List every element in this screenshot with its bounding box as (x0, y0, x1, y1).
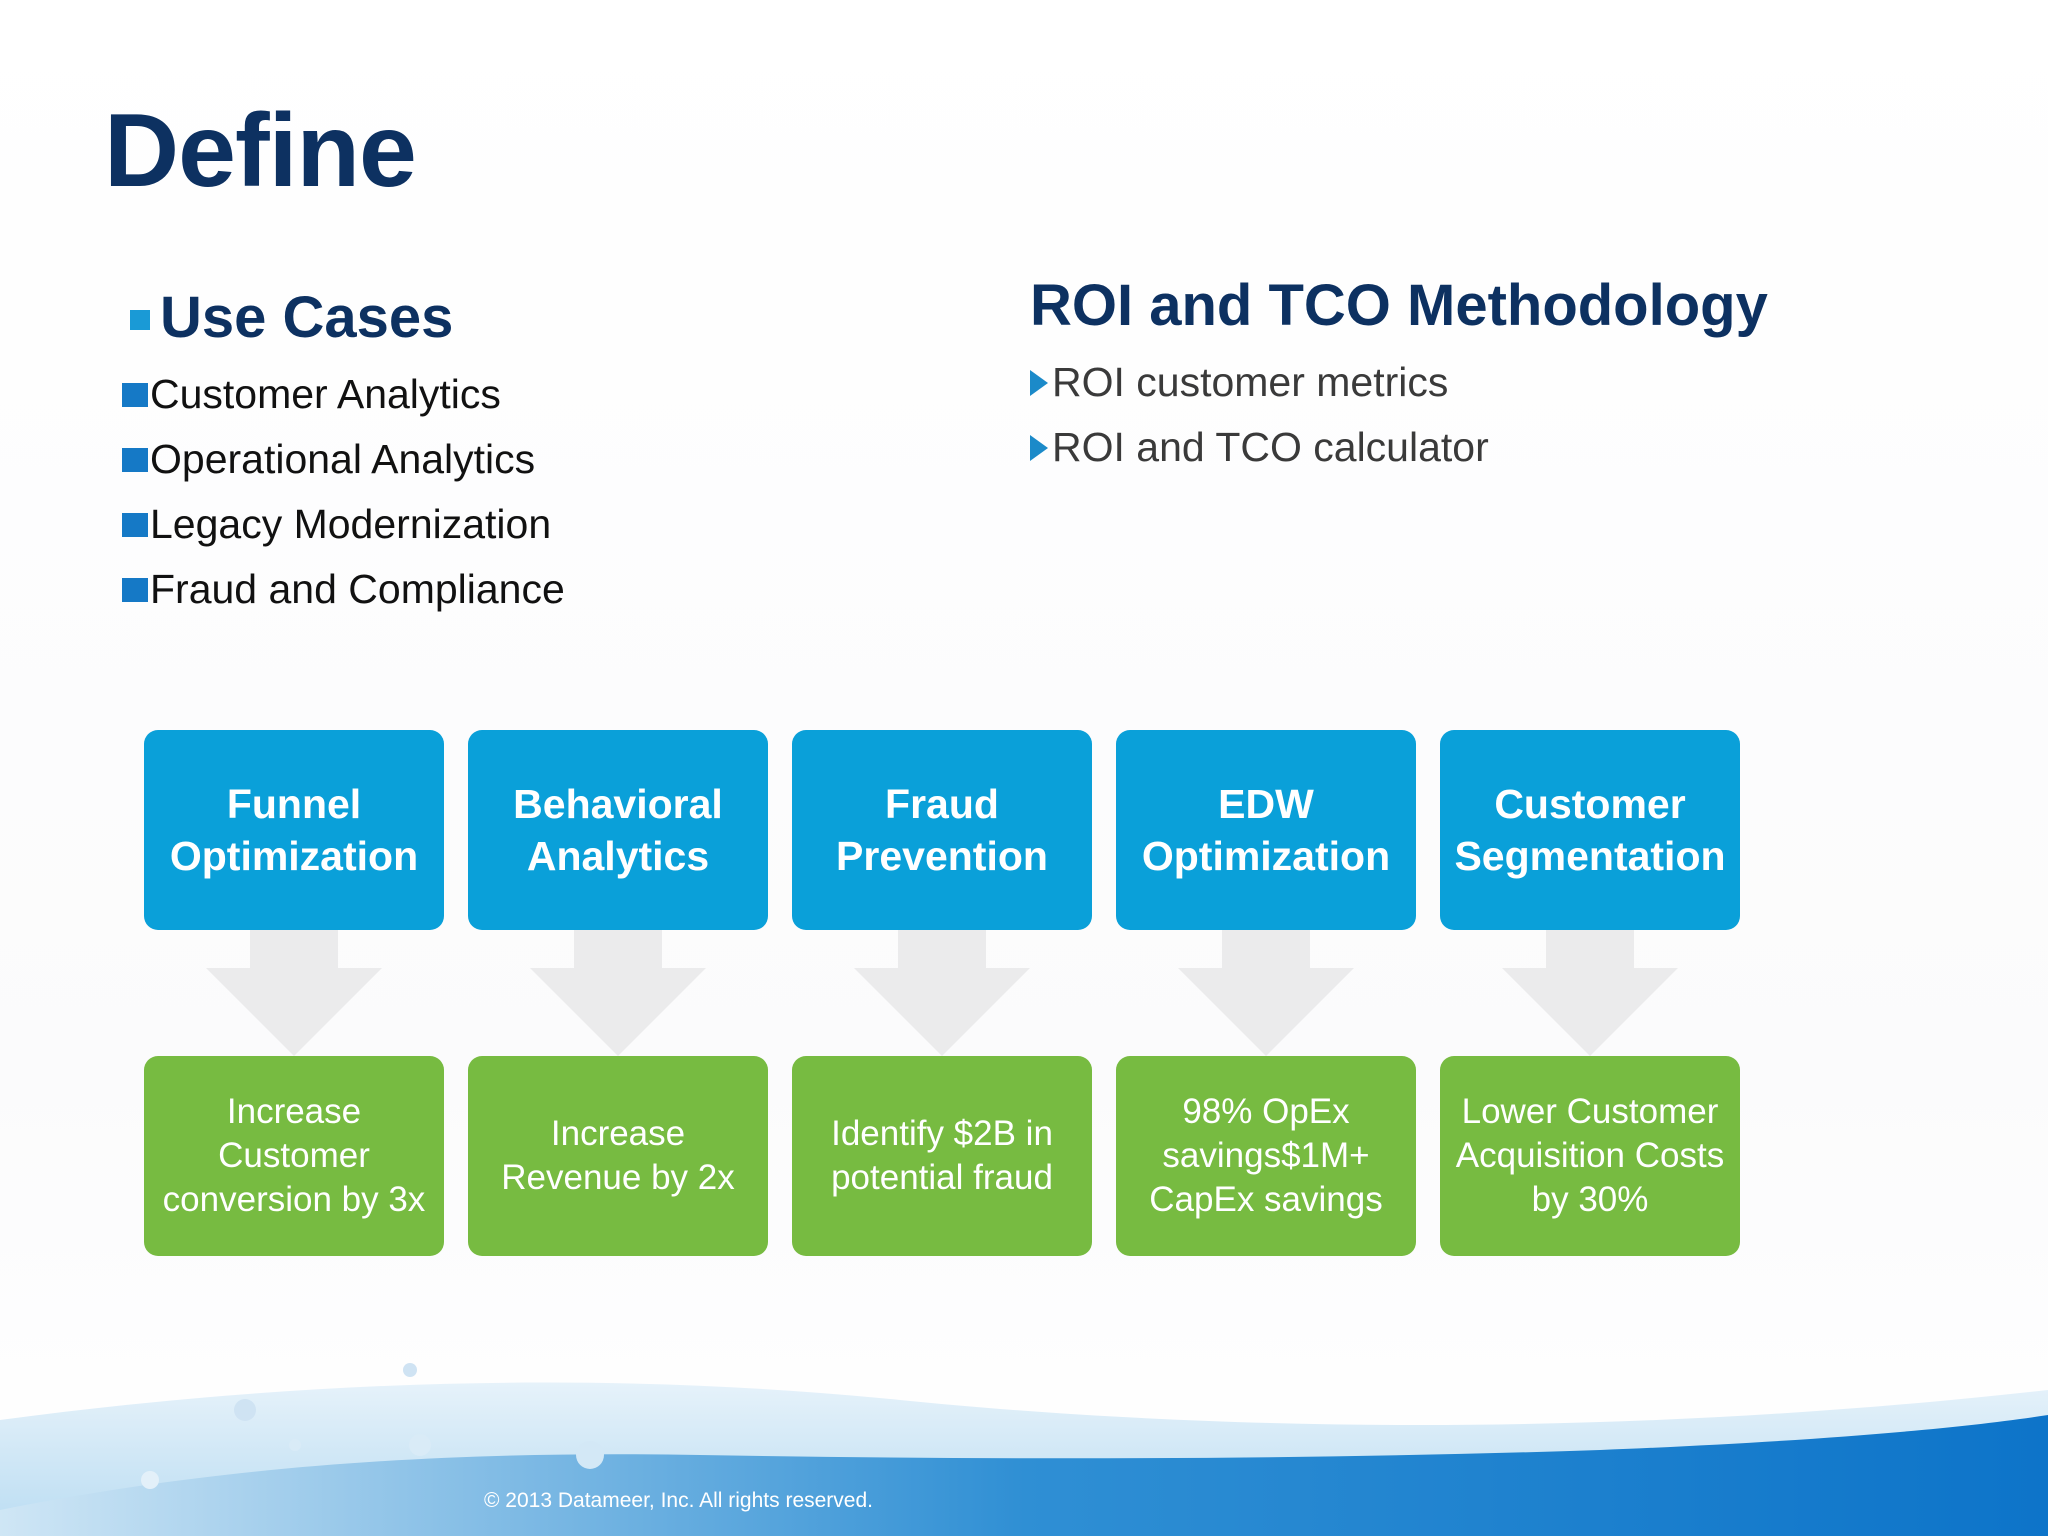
use-case-box: Funnel Optimization (144, 730, 444, 930)
down-arrow-icon (1178, 930, 1354, 1056)
use-case-item: Operational Analytics (122, 427, 565, 492)
roi-item: ROI customer metrics (1030, 350, 1489, 415)
use-cases-heading-text: Use Cases (160, 285, 454, 350)
blue-triangle-icon (1030, 434, 1048, 461)
blue-square-icon (122, 382, 148, 407)
use-case-label: Legacy Modernization (150, 501, 552, 547)
blue-square-icon (122, 577, 148, 602)
diagram-column-fraud: Fraud Prevention Identify $2B in potenti… (792, 730, 1092, 1256)
use-case-label: Fraud and Compliance (150, 566, 565, 612)
down-arrow-icon (854, 930, 1030, 1056)
diagram-column-edw: EDW Optimization 98% OpEx savings$1M+ Ca… (1116, 730, 1416, 1256)
use-case-box: Fraud Prevention (792, 730, 1092, 930)
roi-heading: ROI and TCO Methodology (1030, 273, 1768, 338)
use-case-item: Legacy Modernization (122, 492, 565, 557)
outcome-box: Lower Customer Acquisition Costs by 30% (1440, 1056, 1740, 1256)
blue-triangle-icon (1030, 369, 1048, 396)
use-cases-heading: Use Cases (130, 284, 453, 351)
down-arrow-icon (530, 930, 706, 1056)
slide-title: Define (104, 93, 417, 209)
heading-bullet-icon (130, 309, 150, 330)
use-cases-list: Customer Analytics Operational Analytics… (122, 362, 565, 622)
roi-item-label: ROI and TCO calculator (1052, 424, 1489, 470)
diagram-column-funnel: Funnel Optimization Increase Customer co… (144, 730, 444, 1256)
use-case-label: Customer Analytics (150, 371, 501, 417)
use-case-label: Operational Analytics (150, 436, 536, 482)
down-arrow-icon (206, 930, 382, 1056)
use-case-box: Customer Segmentation (1440, 730, 1740, 930)
outcome-box: 98% OpEx savings$1M+ CapEx savings (1116, 1056, 1416, 1256)
blue-square-icon (122, 447, 148, 472)
roi-item: ROI and TCO calculator (1030, 415, 1489, 480)
diagram-column-segmentation: Customer Segmentation Lower Customer Acq… (1440, 730, 1740, 1256)
outcome-box: Identify $2B in potential fraud (792, 1056, 1092, 1256)
outcome-box: Increase Customer conversion by 3x (144, 1056, 444, 1256)
blue-square-icon (122, 512, 148, 537)
outcome-box: Increase Revenue by 2x (468, 1056, 768, 1256)
use-case-box: Behavioral Analytics (468, 730, 768, 930)
diagram-column-behavioral: Behavioral Analytics Increase Revenue by… (468, 730, 768, 1256)
use-case-box: EDW Optimization (1116, 730, 1416, 930)
copyright-footer: © 2013 Datameer, Inc. All rights reserve… (484, 1489, 873, 1512)
use-case-item: Customer Analytics (122, 362, 565, 427)
down-arrow-icon (1502, 930, 1678, 1056)
roi-list: ROI customer metrics ROI and TCO calcula… (1030, 350, 1489, 480)
footer-wave-graphic (0, 1363, 2048, 1536)
use-case-item: Fraud and Compliance (122, 557, 565, 622)
roi-item-label: ROI customer metrics (1052, 359, 1449, 405)
